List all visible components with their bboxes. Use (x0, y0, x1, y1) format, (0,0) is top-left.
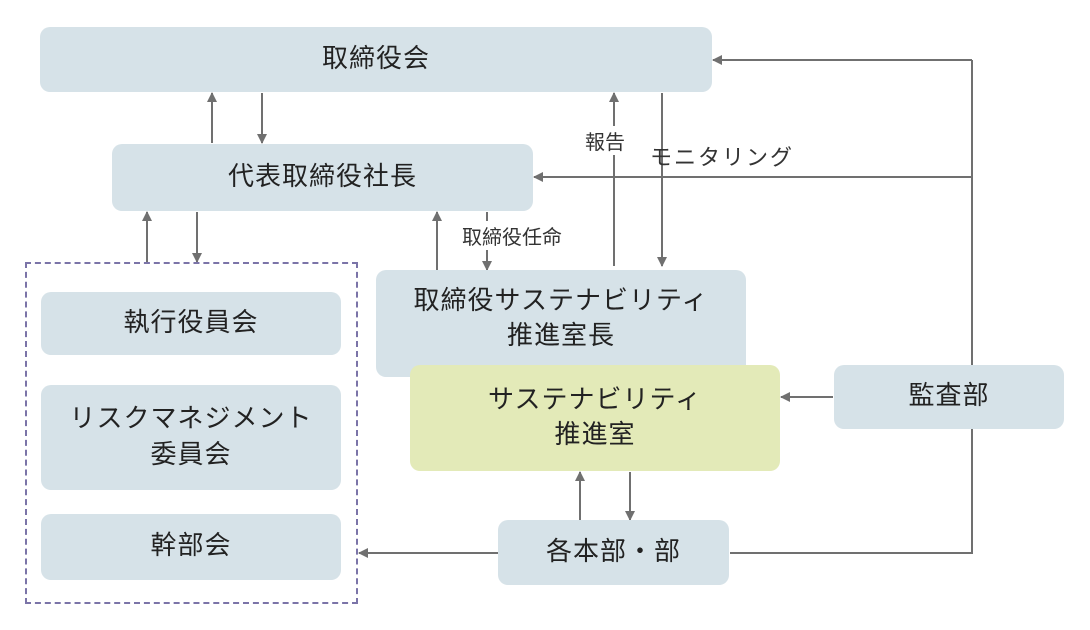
office-line1: サステナビリティ (488, 384, 702, 415)
board-label: 取締役会 (321, 43, 430, 74)
report-label: 報告 (585, 126, 625, 155)
sustainability-director: 取締役サステナビリティ 推進室長 (376, 270, 746, 377)
management-meeting-label: 幹部会 (150, 531, 232, 562)
monitoring-label: モニタリング (650, 146, 795, 171)
office-line2: 推進室 (554, 420, 636, 450)
appointment-label: 取締役任命 (462, 221, 562, 250)
executive-committee: 執行役員会 (41, 292, 341, 355)
committee-group (25, 262, 358, 604)
president: 代表取締役社長 (112, 144, 533, 211)
director-line1: 取締役サステナビリティ (413, 286, 709, 316)
executive-committee-label: 執行役員会 (123, 307, 259, 338)
director-line2: 推進室長 (506, 321, 615, 352)
divisions: 各本部・部 (498, 520, 729, 585)
divisions-label: 各本部・部 (545, 536, 681, 567)
president-label: 代表取締役社長 (227, 161, 417, 192)
audit-label: 監査部 (908, 381, 990, 412)
risk-committee-line1: リスクマネジメント (69, 404, 313, 435)
risk-management-committee: リスクマネジメント 委員会 (41, 385, 341, 490)
audit-connector (730, 60, 973, 554)
audit-department: 監査部 (834, 365, 1064, 429)
sustainability-office: サステナビリティ 推進室 (410, 365, 780, 471)
board-of-directors: 取締役会 (40, 27, 712, 92)
management-meeting: 幹部会 (41, 514, 341, 580)
risk-committee-line2: 委員会 (150, 439, 232, 470)
